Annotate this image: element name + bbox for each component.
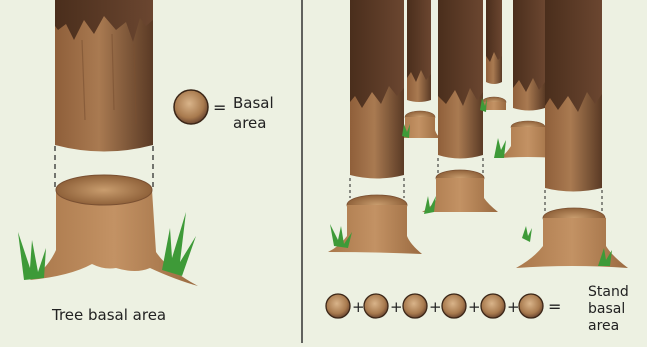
legend-label-line1: Basal [233,94,274,112]
basal-area-circle-1 [326,294,350,318]
plus-sign-3: + [429,298,442,316]
stand-caption-line3: area [588,318,619,334]
legend-equals: = [213,98,226,117]
grass-right [162,212,196,276]
basal-area-circle-3 [403,294,427,318]
left-caption: Tree basal area [51,306,166,324]
equation-equals: = [548,297,561,316]
grass-left [18,232,46,280]
legend-label-line2: area [233,114,266,132]
plus-sign-2: + [390,298,403,316]
basal-area-circle-6 [519,294,543,318]
plus-sign-5: + [507,298,520,316]
basal-area-circle-2 [364,294,388,318]
stand-trees-illustration [328,0,628,268]
tree-back-b [398,0,440,138]
basal-area-symbol [174,90,208,124]
plus-sign-4: + [468,298,481,316]
tree-back-a [482,0,506,110]
stand-caption-line1: Stand [588,284,629,300]
stand-equation: + + + + + = Stand basal area [326,284,629,334]
plus-sign-1: + [352,298,365,316]
single-tree-illustration [18,0,198,286]
basal-area-circle-5 [481,294,505,318]
basal-area-circle-4 [442,294,466,318]
stand-caption-line2: basal [588,301,625,317]
stump-top [56,175,152,205]
